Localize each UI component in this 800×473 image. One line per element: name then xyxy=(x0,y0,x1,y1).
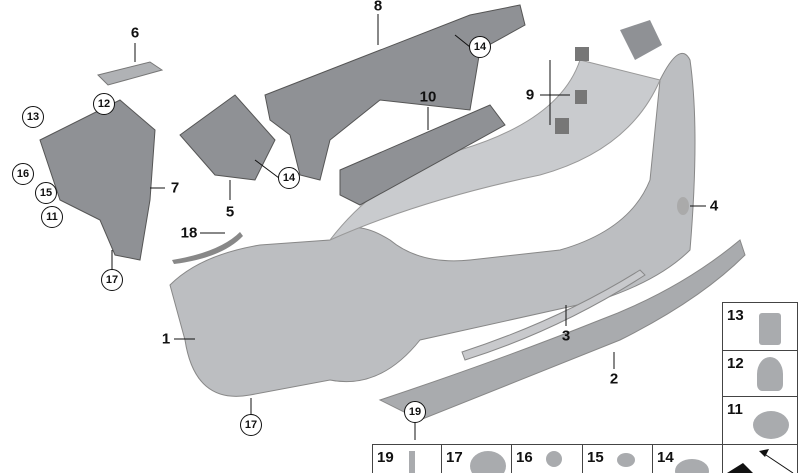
legend-cell-11: 11 xyxy=(722,396,798,445)
legend-cell-arrow xyxy=(722,444,798,473)
callout-18: 18 xyxy=(180,224,198,242)
flange-nut-icon xyxy=(753,411,789,439)
corner-bracket xyxy=(620,20,662,60)
screw-icon xyxy=(546,451,562,467)
callout-1: 1 xyxy=(161,330,171,348)
legend-cell-14: 14 xyxy=(652,444,723,473)
stud-icon xyxy=(409,451,415,473)
callout-10: 10 xyxy=(419,88,437,106)
circled-callout-14: 14 xyxy=(278,167,300,189)
callout-8: 8 xyxy=(373,0,383,15)
circled-callout-14: 14 xyxy=(469,36,491,58)
side-bracket xyxy=(39,99,156,261)
leader-lines xyxy=(111,14,706,440)
trim-strip xyxy=(461,269,646,361)
callout-3: 3 xyxy=(561,327,571,345)
callout-6: 6 xyxy=(130,24,140,42)
callout-9: 9 xyxy=(525,86,535,104)
clip-nut-icon xyxy=(759,313,781,345)
legend-cell-19: 19 xyxy=(372,444,442,473)
legend-cell-12: 12 xyxy=(722,350,798,397)
washer-nut-icon xyxy=(470,451,506,473)
circled-callout-12: 12 xyxy=(93,93,115,115)
expanding-nut-icon xyxy=(757,357,783,391)
callout-7: 7 xyxy=(170,179,180,197)
circled-callout-11: 11 xyxy=(41,206,63,228)
callout-5: 5 xyxy=(225,203,235,221)
circled-callout-13: 13 xyxy=(22,106,44,128)
clip-9c xyxy=(555,118,569,134)
circled-callout-19: 19 xyxy=(404,401,426,423)
bracket-6 xyxy=(97,61,164,86)
bumper-carrier xyxy=(264,4,526,181)
bracket-5 xyxy=(179,94,276,181)
circled-callout-16: 16 xyxy=(12,163,34,185)
legend-cell-13: 13 xyxy=(722,302,798,351)
nut-icon xyxy=(675,459,709,473)
circled-callout-17: 17 xyxy=(101,269,123,291)
clip-9a xyxy=(575,47,589,61)
energy-absorber xyxy=(339,104,506,206)
reflector-strip-18 xyxy=(172,232,243,264)
callout-4: 4 xyxy=(709,197,719,215)
circled-callout-15: 15 xyxy=(35,182,57,204)
legend-cell-17: 17 xyxy=(441,444,512,473)
diffuser xyxy=(378,239,746,421)
screw-icon xyxy=(617,453,635,467)
tow-cover-4 xyxy=(677,197,689,215)
callout-2: 2 xyxy=(609,370,619,388)
orientation-arrow-icon xyxy=(727,449,794,473)
clip-9b xyxy=(575,90,587,104)
circled-callout-17: 17 xyxy=(240,414,262,436)
legend-cell-15: 15 xyxy=(582,444,653,473)
legend-cell-16: 16 xyxy=(511,444,583,473)
